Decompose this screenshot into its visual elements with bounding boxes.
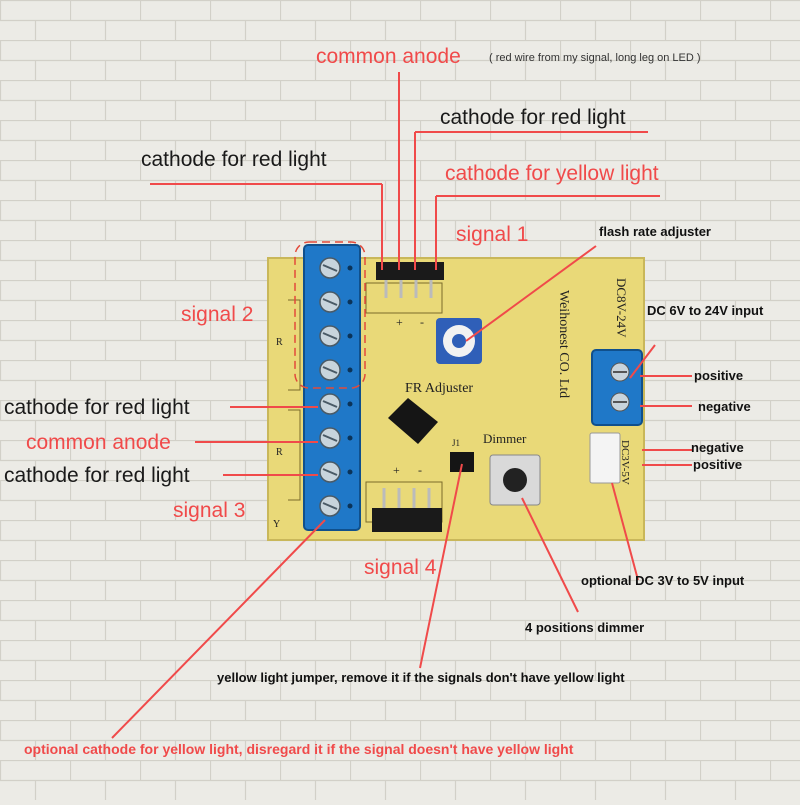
terminal-hole-5	[347, 401, 353, 407]
terminal-hole-7	[347, 469, 353, 475]
silkscreen-minus: -	[420, 315, 424, 329]
silkscreen-dimmer: Dimmer	[483, 431, 527, 446]
silkscreen-company: Weihonest CO. Ltd	[556, 290, 571, 398]
screw-slot-4	[322, 366, 338, 374]
label-positive-2: positive	[693, 457, 743, 472]
flash-rate-potentiometer	[436, 318, 482, 364]
terminal-block-right	[591, 349, 643, 426]
white-connector	[589, 432, 621, 484]
silkscreen-dc-opt: DC3V-5V	[619, 440, 631, 485]
screw-slot-6	[322, 434, 338, 442]
silkscreen-r-1: R	[276, 337, 283, 348]
label-signal-1: signal 1	[456, 223, 529, 246]
label-cathode-red-mid-1: cathode for red light	[4, 396, 190, 419]
header-pins-signal-1	[376, 262, 444, 298]
label-dc-input: DC 6V to 24V input	[647, 303, 764, 318]
screw-slot-2	[322, 298, 338, 306]
terminal-hole-6	[347, 435, 353, 441]
screw-slot-5	[322, 400, 338, 408]
label-yellow-jumper: yellow light jumper, remove it if the si…	[217, 670, 625, 685]
screw-slot-3	[322, 332, 338, 340]
label-negative-1: negative	[698, 399, 751, 414]
silkscreen-plus: +	[396, 315, 403, 329]
silkscreen-j1: J1	[452, 438, 460, 448]
silkscreen-dc-main: DC8V-24V	[614, 278, 629, 338]
label-optional-cathode-yellow: optional cathode for yellow light, disre…	[24, 741, 574, 757]
label-signal-3: signal 3	[173, 499, 246, 522]
label-flash-rate: flash rate adjuster	[599, 224, 711, 239]
leader-lines	[111, 72, 692, 739]
screw-slot-8	[322, 502, 338, 510]
label-common-anode-top: common anode	[316, 45, 461, 68]
label-cathode-yellow-top: cathode for yellow light	[445, 162, 659, 185]
silkscreen-r-2: R	[276, 447, 283, 458]
label-positive-1: positive	[694, 368, 744, 383]
screw-slot-7	[322, 468, 338, 476]
silkscreen-y: Y	[273, 519, 280, 530]
terminal-hole-2	[347, 299, 353, 305]
screw-slot-1	[322, 264, 338, 272]
dimmer-button	[489, 454, 541, 506]
silkscreen-plus-2: +	[393, 463, 400, 477]
yellow-jumper	[450, 452, 474, 472]
signal-2-highlight	[294, 241, 366, 389]
label-cathode-red-top-left: cathode for red light	[141, 148, 327, 171]
label-optional-dc: optional DC 3V to 5V input	[581, 573, 745, 588]
label-negative-2: negative	[691, 440, 744, 455]
chip-component	[388, 398, 438, 444]
terminal-hole-3	[347, 333, 353, 339]
terminal-hole-4	[347, 367, 353, 373]
silkscreen-fr: FR Adjuster	[405, 381, 473, 396]
label-common-anode-mid: common anode	[26, 431, 171, 454]
terminal-hole-8	[347, 503, 353, 509]
header-pins-signal-4	[372, 488, 442, 532]
silkscreen-minus-2: -	[418, 463, 422, 477]
terminal-hole-1	[347, 265, 353, 271]
label-common-anode-note: ( red wire from my signal, long leg on L…	[489, 52, 701, 64]
label-signal-2: signal 2	[181, 303, 254, 326]
label-cathode-red-mid-2: cathode for red light	[4, 464, 190, 487]
label-dimmer-4pos: 4 positions dimmer	[525, 620, 645, 635]
label-signal-4: signal 4	[364, 556, 437, 579]
label-cathode-red-top-right: cathode for red light	[440, 106, 626, 129]
